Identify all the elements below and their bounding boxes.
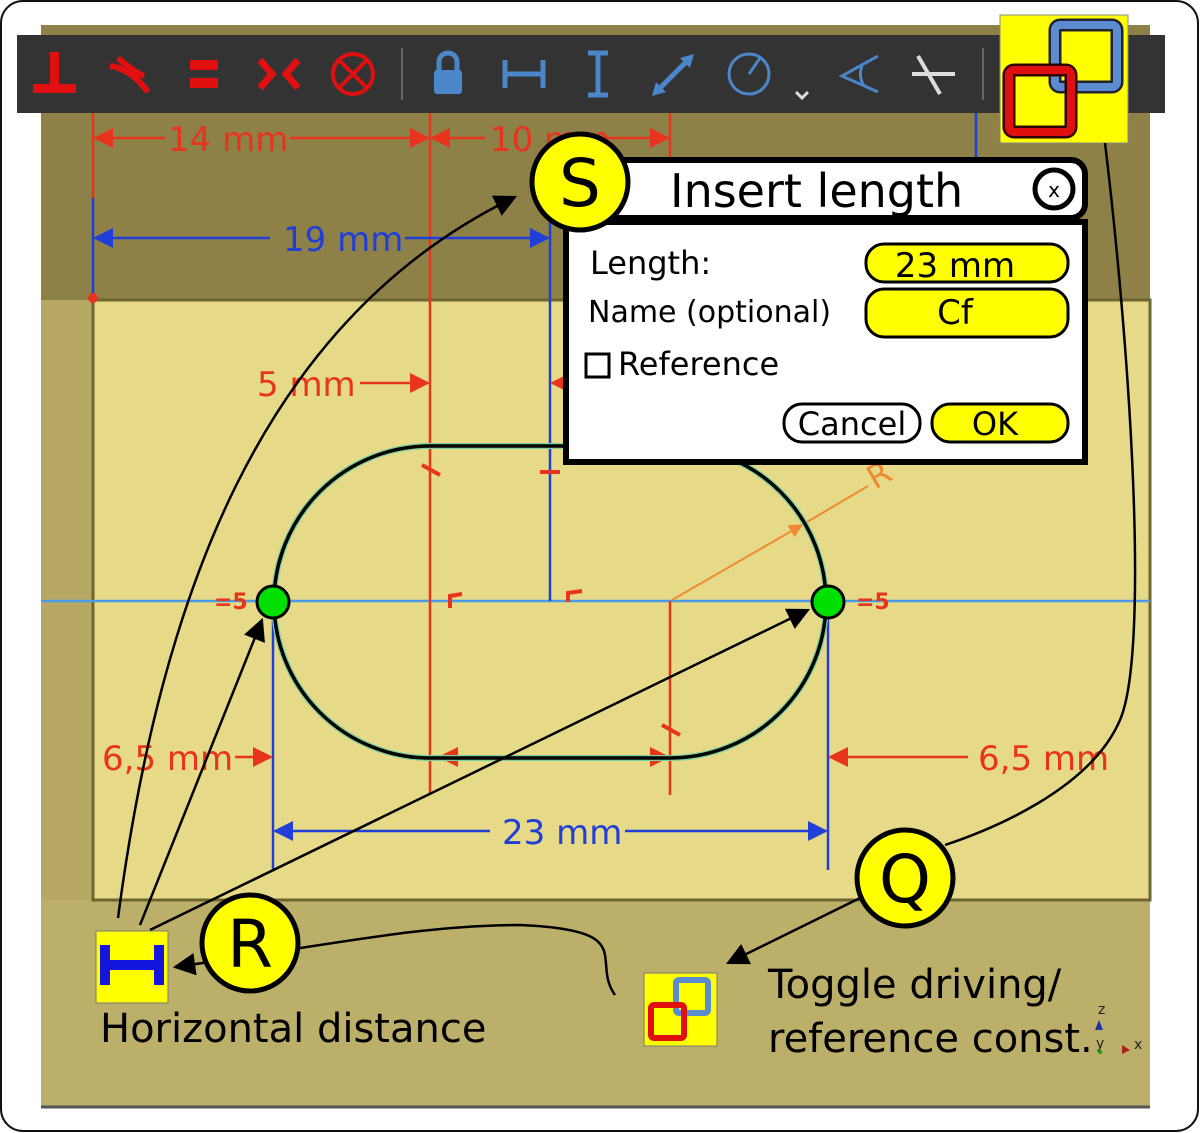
reference-label: Reference: [618, 345, 779, 383]
callout-r-letter: R: [227, 906, 273, 983]
perpendicular-icon[interactable]: [33, 52, 76, 93]
cancel-label: Cancel: [798, 405, 906, 443]
snell-icon[interactable]: [912, 54, 955, 96]
toggle-driving-reference-icon-large[interactable]: [999, 14, 1129, 144]
length-value: 23 mm: [895, 246, 1015, 286]
selected-point-left[interactable]: [255, 584, 291, 620]
axis-x-label: x: [1134, 1037, 1142, 1053]
equal-marker-left: =5: [214, 590, 248, 615]
lock-icon[interactable]: [434, 50, 462, 94]
symmetric-icon[interactable]: [257, 57, 301, 91]
callout-q: Q: [854, 827, 956, 929]
dialog-close-button[interactable]: x: [1032, 167, 1076, 211]
dim-14mm[interactable]: 14 mm: [168, 120, 288, 160]
callout-s-letter: S: [559, 145, 601, 222]
name-label: Name (optional): [588, 295, 831, 330]
dialog-title: Insert length: [670, 164, 963, 218]
selected-point-right[interactable]: [810, 584, 846, 620]
dim-19mm[interactable]: 19 mm: [283, 220, 403, 260]
toggle-driving-reference-icon-small: [643, 972, 718, 1047]
name-input[interactable]: [864, 287, 1070, 339]
name-value: Cf: [937, 293, 974, 333]
reference-checkbox[interactable]: [584, 352, 611, 379]
constraint-toolbar: [17, 35, 1165, 113]
ok-label: OK: [972, 405, 1019, 443]
angle-icon[interactable]: [838, 54, 879, 94]
dim-6-5mm-right[interactable]: 6,5 mm: [978, 739, 1109, 779]
vertical-distance-icon[interactable]: [588, 50, 608, 98]
callout-r: R: [199, 892, 301, 994]
ok-button[interactable]: OK: [930, 402, 1070, 444]
callout-s: S: [529, 131, 631, 233]
tangent-icon[interactable]: [109, 55, 151, 94]
cancel-button[interactable]: Cancel: [782, 402, 922, 444]
dim-6-5mm-left[interactable]: 6,5 mm: [102, 739, 233, 779]
toggle-caption-line1: Toggle driving/: [767, 962, 1062, 1008]
callout-q-letter: Q: [879, 841, 931, 918]
horizontal-distance-caption: Horizontal distance: [100, 1006, 486, 1052]
length-input[interactable]: [864, 242, 1070, 284]
horizontal-distance-icon[interactable]: [502, 60, 546, 88]
toggle-caption-line2: reference const.: [768, 1016, 1093, 1062]
horizontal-distance-icon-large: [95, 930, 169, 1004]
insert-length-dialog: Insert length x Length: 23 mm Name (opti…: [563, 157, 1088, 465]
close-icon: x: [1048, 178, 1060, 202]
equal-icon[interactable]: [190, 60, 218, 88]
axis-z-label: z: [1098, 1002, 1105, 1018]
equal-marker-right: =5: [856, 590, 890, 615]
dim-23mm[interactable]: 23 mm: [502, 813, 622, 853]
length-label: Length:: [590, 244, 711, 282]
axis-indicator: z y x: [1095, 1002, 1142, 1054]
slot-outline[interactable]: [272, 444, 828, 760]
distance-icon[interactable]: [652, 54, 694, 96]
block-icon[interactable]: [331, 52, 375, 96]
dimension-lines: [88, 113, 978, 870]
radius-icon[interactable]: [727, 52, 810, 101]
axis-y-label: y: [1096, 1036, 1104, 1052]
